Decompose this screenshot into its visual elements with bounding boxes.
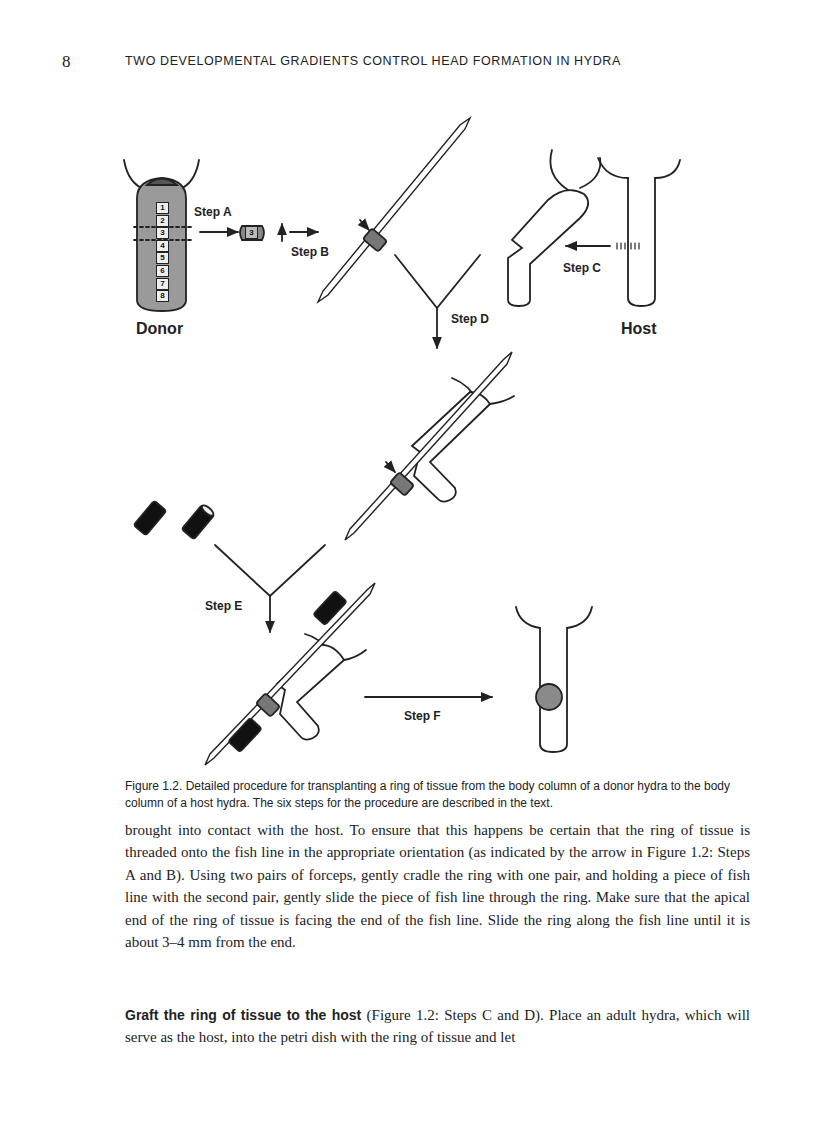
body-paragraph: Graft the ring of tissue to the host(Fig… (125, 1004, 750, 1049)
ring-box: 3 (245, 226, 258, 239)
segment-box: 2 (156, 215, 169, 227)
segment-number: 1 (160, 204, 164, 212)
page-number: 8 (62, 52, 71, 72)
segment-number: 3 (160, 229, 164, 237)
segment-number: 2 (160, 217, 164, 225)
step-label: Step F (404, 709, 441, 723)
segment-number: 7 (160, 280, 164, 288)
segment-box: 3 (156, 227, 169, 239)
segment-box: 7 (156, 278, 169, 290)
step-label: Step D (451, 312, 489, 326)
segment-number: 4 (160, 242, 164, 250)
segment-number: 8 (160, 292, 164, 300)
segment-number: 3 (249, 229, 253, 237)
segment-box: 5 (156, 252, 169, 264)
figure-label: Donor (136, 320, 183, 338)
step-label: Step A (194, 205, 232, 219)
figure-label: Host (621, 320, 657, 338)
step-label: Step B (291, 245, 329, 259)
step-label: Step C (563, 261, 601, 275)
segment-number: 5 (160, 254, 164, 262)
segment-number: 6 (160, 267, 164, 275)
step-label: Step E (205, 599, 242, 613)
segment-box: 1 (156, 202, 169, 214)
body-paragraph: brought into contact with the host. To e… (125, 819, 750, 953)
run-in-heading: Graft the ring of tissue to the host (125, 1007, 361, 1023)
figure-caption: Figure 1.2. Detailed procedure for trans… (125, 778, 753, 811)
running-title: TWO DEVELOPMENTAL GRADIENTS CONTROL HEAD… (125, 54, 621, 68)
segment-box: 8 (156, 290, 169, 302)
segment-box: 6 (156, 265, 169, 277)
segment-box: 4 (156, 240, 169, 252)
